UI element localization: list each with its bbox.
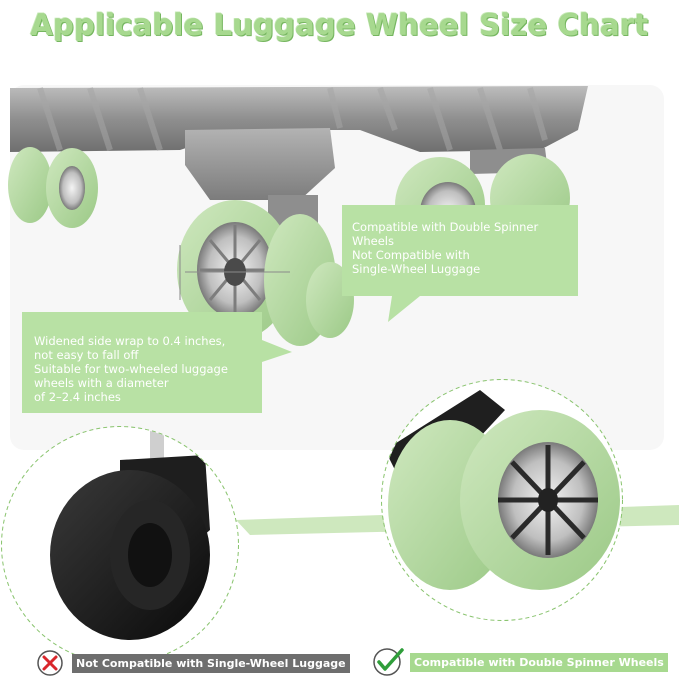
callout-right-line: Wheels <box>352 234 394 248</box>
callout-right-line: Not Compatible with <box>352 248 470 262</box>
callout-left-line: wheels with a diameter <box>34 376 169 390</box>
callout-right: Compatible with Double Spinner Wheels No… <box>352 220 538 276</box>
not-compatible-badge: Not Compatible with Single-Wheel Luggage <box>36 649 350 677</box>
x-icon <box>37 650 63 676</box>
not-compatible-label: Not Compatible with Single-Wheel Luggage <box>72 653 350 673</box>
callout-left: Widened side wrap to 0.4 inches, not eas… <box>34 334 228 404</box>
callout-right-line: Single-Wheel Luggage <box>352 262 481 276</box>
page-title: Applicable Luggage Wheel Size Chart <box>30 8 649 42</box>
check-icon <box>373 648 404 676</box>
callout-left-line: Widened side wrap to 0.4 inches, <box>34 334 226 348</box>
callout-left-line: Suitable for two-wheeled luggage <box>34 362 228 376</box>
callout-right-line: Compatible with Double Spinner <box>352 220 539 234</box>
compatible-badge: Compatible with Double Spinner Wheels <box>372 647 668 677</box>
callout-left-line: of 2–2.4 inches <box>34 390 121 404</box>
callout-left-line: not easy to fall off <box>34 348 139 362</box>
compatible-label: Compatible with Double Spinner Wheels <box>410 652 668 672</box>
